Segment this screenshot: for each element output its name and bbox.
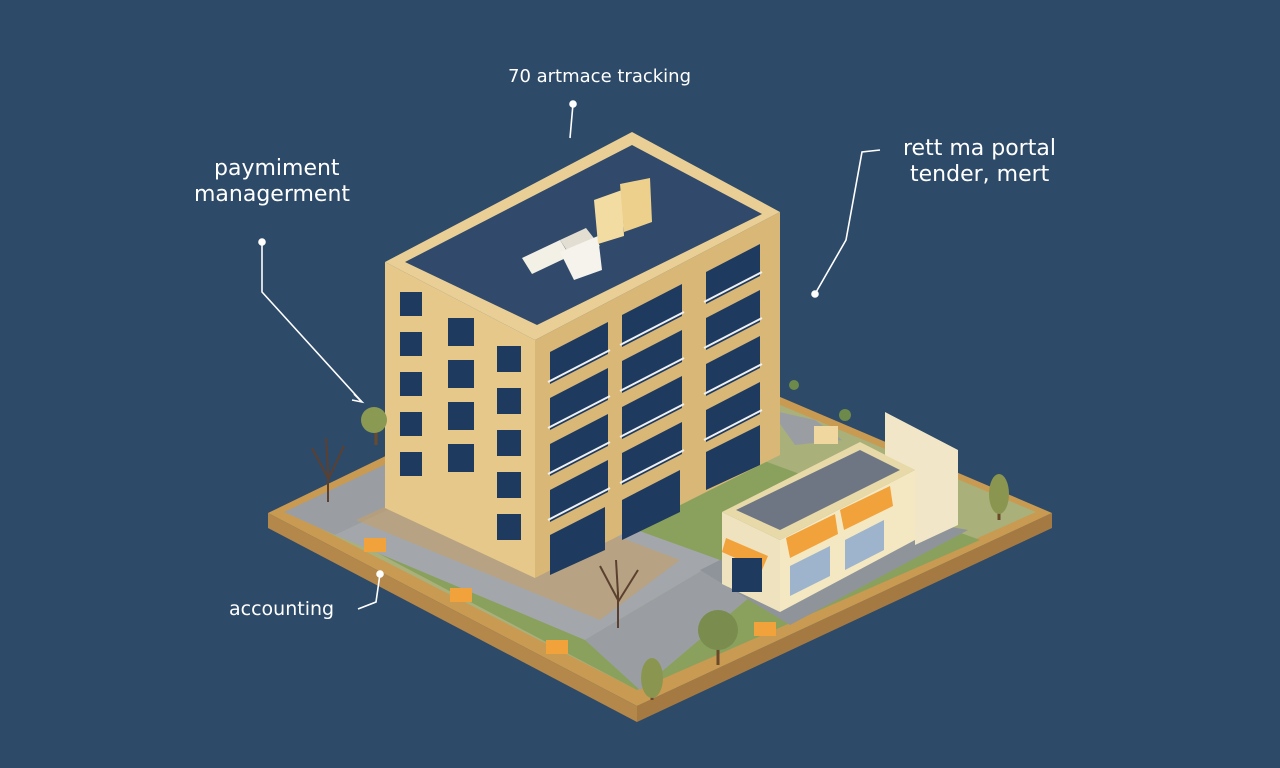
leader-accounting [357, 570, 384, 610]
package-box-icon [754, 622, 776, 636]
package-box-icon [546, 640, 568, 654]
package-boxes [364, 426, 838, 654]
payment-management-line1: paymiment [214, 156, 340, 181]
maintenance-tracking-text: 70 artmace tracking [508, 66, 692, 87]
tree-icon [989, 474, 1009, 520]
leader-lines [258, 100, 881, 610]
rent-portal-label: rett ma portal tender, mert [903, 136, 1056, 189]
tree-icon [311, 437, 345, 502]
shop-building [722, 412, 958, 612]
leader-maintenance [569, 100, 577, 139]
rent-portal-line2: tender, mert [910, 162, 1050, 188]
maintenance-tracking-label: 70 artmace tracking [508, 66, 691, 88]
tree-icon [789, 380, 799, 390]
tree-icon [599, 559, 639, 628]
package-box-icon [364, 538, 386, 552]
package-box-icon [450, 588, 472, 602]
tree-icon [641, 658, 663, 700]
tree-icon [839, 409, 851, 421]
rent-portal-line1: rett ma portal [903, 136, 1056, 161]
payment-management-line2: managerment [194, 182, 351, 208]
apartment-building [385, 132, 780, 578]
rooftop-units [522, 178, 652, 280]
leader-payment [258, 238, 365, 404]
payment-management-label: paymiment managerment [194, 156, 350, 209]
accounting-text: accounting [229, 598, 335, 620]
package-box-icon [814, 426, 838, 444]
accounting-label: accounting [229, 598, 334, 621]
trees [311, 380, 1009, 700]
tree-icon [361, 407, 387, 445]
leader-portal [811, 149, 881, 298]
tree-icon [698, 610, 738, 665]
